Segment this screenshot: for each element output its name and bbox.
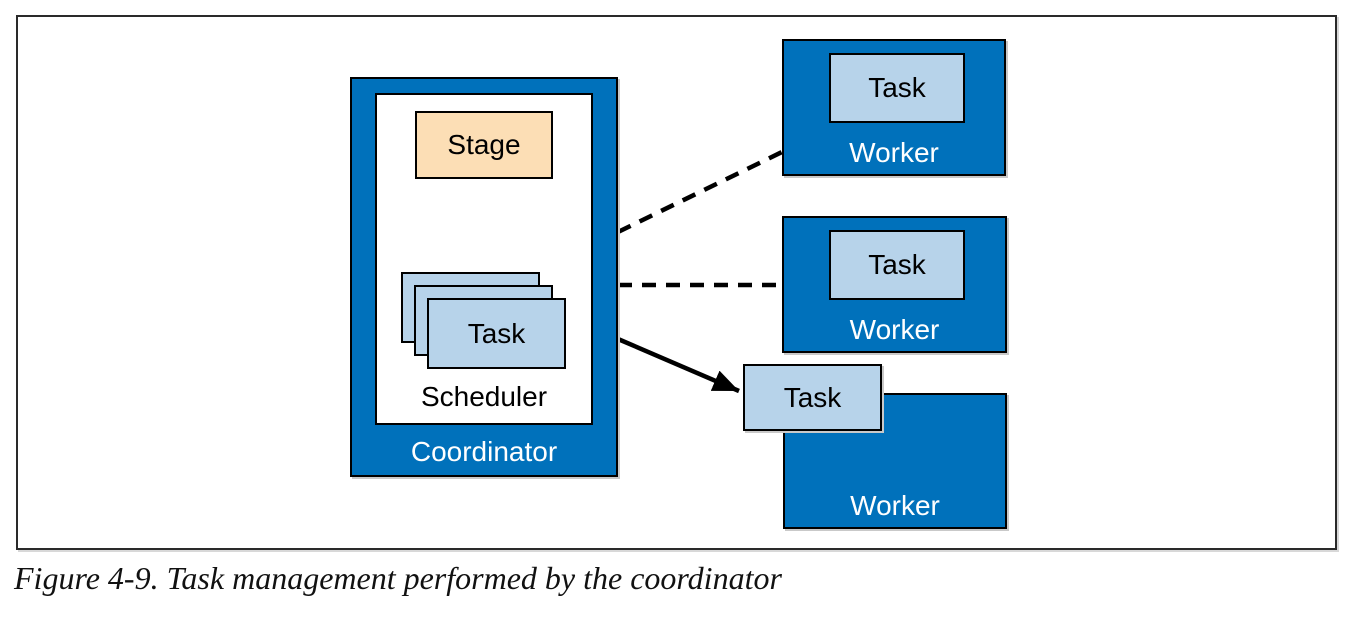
diagram-frame: Stage Task Scheduler Coordinator Task Wo… [16,15,1337,550]
scheduler-box: Stage Task Scheduler [375,93,593,425]
worker-2-task-box: Task [829,230,965,300]
stage-box: Stage [415,111,553,179]
figure-caption: Figure 4-9. Task management performed by… [14,560,782,596]
worker-2-box: Task Worker [782,216,1007,353]
connector-lines [473,149,783,394]
task-card-front: Task [427,298,566,369]
coordinator-box: Stage Task Scheduler Coordinator [350,77,618,477]
worker-3-box: Worker [783,393,1007,529]
coordinator-to-worker3-task-arrow [617,336,740,394]
worker-1-label: Worker [849,137,939,168]
worker-1-task-box: Task [829,53,965,123]
worker-2-label: Worker [849,314,940,345]
scheduler-label: Scheduler [420,381,548,412]
coordinator-to-worker1-dashed-connector [617,149,783,235]
worker-3-label: Worker [850,490,940,521]
coordinator-label: Coordinator [410,436,558,467]
worker-1-box: Task Worker [782,39,1006,176]
task-stack: Task [401,272,566,369]
worker-3-task-box: Task [743,364,882,431]
